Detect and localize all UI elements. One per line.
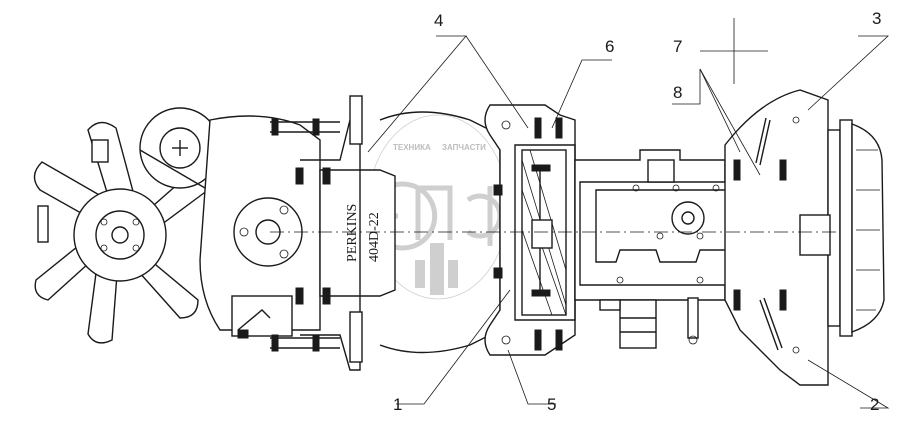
watermark-text-left: ТЕХНИКА [393,143,431,152]
callout-5: 5 [547,395,556,414]
bell-housing: PERKINS 404D-22 [270,95,501,371]
coupling-flange [484,104,576,356]
callout-8: 8 [673,83,682,102]
rear-bracket [724,89,885,386]
watermark-text-right: ЗАПЧАСТИ [442,143,486,152]
engine-label-line2: 404D-22 [367,212,382,262]
leader-lines [367,35,890,409]
callout-1: 1 [393,395,402,414]
callouts: 4 6 7 8 3 1 5 2 [393,9,881,414]
callout-4: 4 [434,11,443,30]
centerlines [270,18,840,233]
callout-7: 7 [673,37,682,56]
callout-6: 6 [605,37,614,56]
engine-label-line1: PERKINS [345,204,360,262]
callout-2: 2 [870,395,879,414]
front-pulleys [37,107,321,339]
callout-3: 3 [872,9,881,28]
